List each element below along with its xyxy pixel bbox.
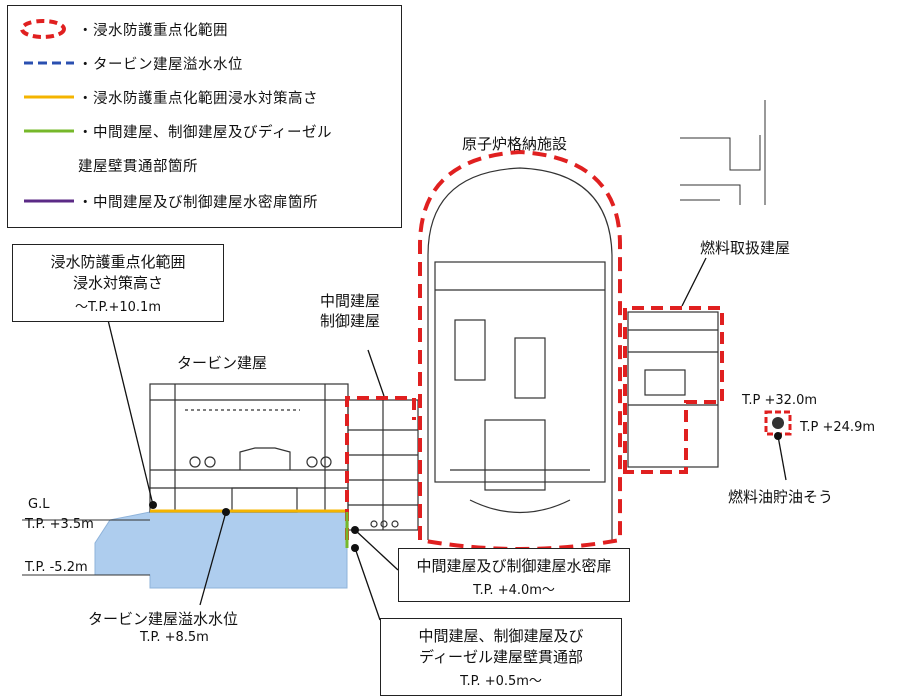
turbine-building (149, 383, 349, 513)
legend-box: ・浸水防護重点化範囲 ・タービン建屋溢水水位 ・浸水防護重点化範囲浸水対策高さ … (7, 5, 402, 228)
fuel-oil-tank-label: 燃料油貯油そう (728, 488, 834, 506)
legend-label: ・浸水防護重点化範囲浸水対策高さ (78, 90, 318, 107)
callout-value: T.P. +0.5m〜 (460, 674, 542, 689)
callout-line2: 浸水対策高さ (72, 274, 163, 292)
red-dashed-ellipse-icon (8, 16, 78, 42)
blue-dashed-line-icon (8, 50, 78, 76)
tp-249-label: T.P +24.9m (800, 420, 876, 435)
turbine-label: タービン建屋 (177, 354, 268, 372)
legend-item-wall-penetration: ・中間建屋、制御建屋及びディーゼル (8, 118, 332, 144)
turbine-flood-value: T.P. +8.5m (140, 630, 209, 645)
intermediate-building (347, 399, 419, 531)
fuel-handling-label: 燃料取扱建屋 (700, 239, 791, 257)
legend-label: 建屋壁貫通部箇所 (78, 158, 198, 175)
green-line-icon (8, 118, 78, 144)
legend-item-flood-range: ・浸水防護重点化範囲 (8, 16, 228, 42)
fuel-handling-building (627, 311, 719, 468)
control-label: 制御建屋 (320, 312, 381, 330)
callout-line1: 中間建屋、制御建屋及び (418, 627, 584, 645)
flood-boundary-fuel-handling (623, 306, 724, 474)
legend-label: ・中間建屋及び制御建屋水密扉箇所 (78, 194, 318, 211)
tp-m52-label: T.P. -5.2m (25, 560, 88, 575)
intermediate-label: 中間建屋 (320, 292, 381, 310)
callout-watertight-door: 中間建屋及び制御建屋水密扉 T.P. +4.0m〜 (398, 548, 630, 602)
gl-label: G.L (28, 497, 50, 512)
upper-right-sketch (680, 100, 766, 205)
orange-line-icon (8, 84, 78, 110)
callout-value: T.P. +4.0m〜 (473, 583, 555, 598)
legend-label: ・中間建屋、制御建屋及びディーゼル (78, 124, 332, 141)
callout-value: 〜T.P.+10.1m (75, 300, 161, 315)
legend-item-wall-penetration-cont: 建屋壁貫通部箇所 (78, 152, 198, 178)
legend-item-turbine-flood-level: ・タービン建屋溢水水位 (8, 50, 243, 76)
containment-building (427, 167, 613, 540)
flood-water-area (94, 511, 348, 589)
turbine-flood-level-label: タービン建屋溢水水位 (88, 610, 239, 628)
legend-label: ・浸水防護重点化範囲 (78, 22, 228, 39)
callout-line2: ディーゼル建屋壁貫通部 (419, 648, 583, 666)
purple-line-icon (8, 188, 78, 214)
callout-line1: 浸水防護重点化範囲 (50, 253, 186, 271)
tp-35-label: T.P. +3.5m (25, 517, 94, 532)
containment-label: 原子炉格納施設 (462, 135, 568, 153)
callout-title: 中間建屋及び制御建屋水密扉 (416, 557, 612, 575)
legend-label: ・タービン建屋溢水水位 (78, 56, 243, 73)
flood-boundary-intermediate (345, 396, 416, 540)
tp-320-label: T.P +32.0m (742, 393, 818, 408)
callout-flood-height: 浸水防護重点化範囲 浸水対策高さ 〜T.P.+10.1m (12, 244, 224, 322)
legend-item-watertight-door: ・中間建屋及び制御建屋水密扉箇所 (8, 188, 318, 214)
callout-wall-penetration: 中間建屋、制御建屋及び ディーゼル建屋壁貫通部 T.P. +0.5m〜 (380, 618, 622, 696)
legend-item-flood-height: ・浸水防護重点化範囲浸水対策高さ (8, 84, 318, 110)
